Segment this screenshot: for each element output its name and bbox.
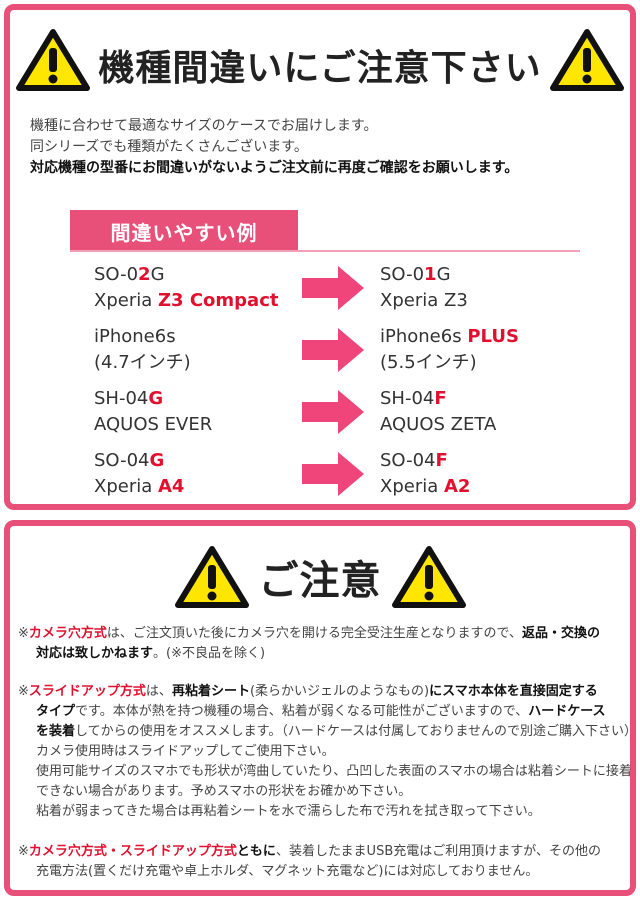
arrow-right-icon <box>302 390 364 434</box>
warning-icon <box>16 29 90 91</box>
warning-icon <box>550 29 624 91</box>
intro-text: 機種に合わせて最適なサイズのケースでお届けします。 同シリーズでも種類がたくさん… <box>30 116 630 179</box>
model-caution-title: 機種間違いにご注意下さい <box>98 48 542 89</box>
arrow-right-icon <box>302 266 364 310</box>
caution-panel: ご注意 ※カメラ穴方式は、ご注文頂いた後にカメラ穴を開ける完全受注生産となります… <box>4 520 638 896</box>
note-camera-hole: ※カメラ穴方式は、ご注文頂いた後にカメラ穴を開ける完全受注生産となりますので、返… <box>18 626 601 661</box>
model-caution-panel: 機種間違いにご注意下さい 機種に合わせて最適なサイズのケースでお届けします。 同… <box>4 4 636 510</box>
warning-icon <box>391 546 466 608</box>
wrong-model: SO-02G Xperia Z3 Compact <box>94 264 279 311</box>
arrow-right-icon <box>302 452 364 496</box>
correct-model: SO-01G Xperia Z3 <box>380 264 468 311</box>
intro-line: 同シリーズでも種類がたくさんございます。 <box>30 139 308 155</box>
caution-title: ご注意 <box>258 558 382 604</box>
correct-model: iPhone6s PLUS (5.5インチ) <box>380 326 519 373</box>
example-row: SH-04G AQUOS EVER SH-04F AQUOS ZETA <box>10 386 630 442</box>
wrong-model: iPhone6s (4.7インチ) <box>94 326 191 373</box>
note-slide-up: ※スライドアップ方式は、再粘着シート(柔らかいジェルのようなもの)にスマホ本体を… <box>18 684 638 819</box>
example-row: SO-04G Xperia A4 SO-04F Xperia A2 <box>10 448 630 504</box>
correct-model: SH-04F AQUOS ZETA <box>380 388 497 435</box>
wrong-model: SO-04G Xperia A4 <box>94 450 185 497</box>
arrow-right-icon <box>302 328 364 372</box>
model-caution-header: 機種間違いにご注意下さい <box>10 28 630 102</box>
caution-header: ご注意 <box>10 540 630 614</box>
examples-tag: 間違いやすい例 <box>70 210 298 252</box>
example-row: iPhone6s (4.7インチ) iPhone6s PLUS (5.5インチ) <box>10 324 630 380</box>
note-charging: ※カメラ穴方式・スライドアップ方式ともに、装着したままUSB充電はご利用頂けます… <box>18 844 601 879</box>
correct-model: SO-04F Xperia A2 <box>380 450 471 497</box>
wrong-model: SH-04G AQUOS EVER <box>94 388 213 435</box>
intro-line: 機種に合わせて最適なサイズのケースでお届けします。 <box>30 118 378 134</box>
examples-divider <box>70 250 580 252</box>
intro-line-emphasis: 対応機種の型番にお間違いがないようご注文前に再度ご確認をお願いします。 <box>30 160 519 176</box>
warning-icon <box>174 546 249 608</box>
example-row: SO-02G Xperia Z3 Compact SO-01G Xperia Z… <box>10 262 630 318</box>
